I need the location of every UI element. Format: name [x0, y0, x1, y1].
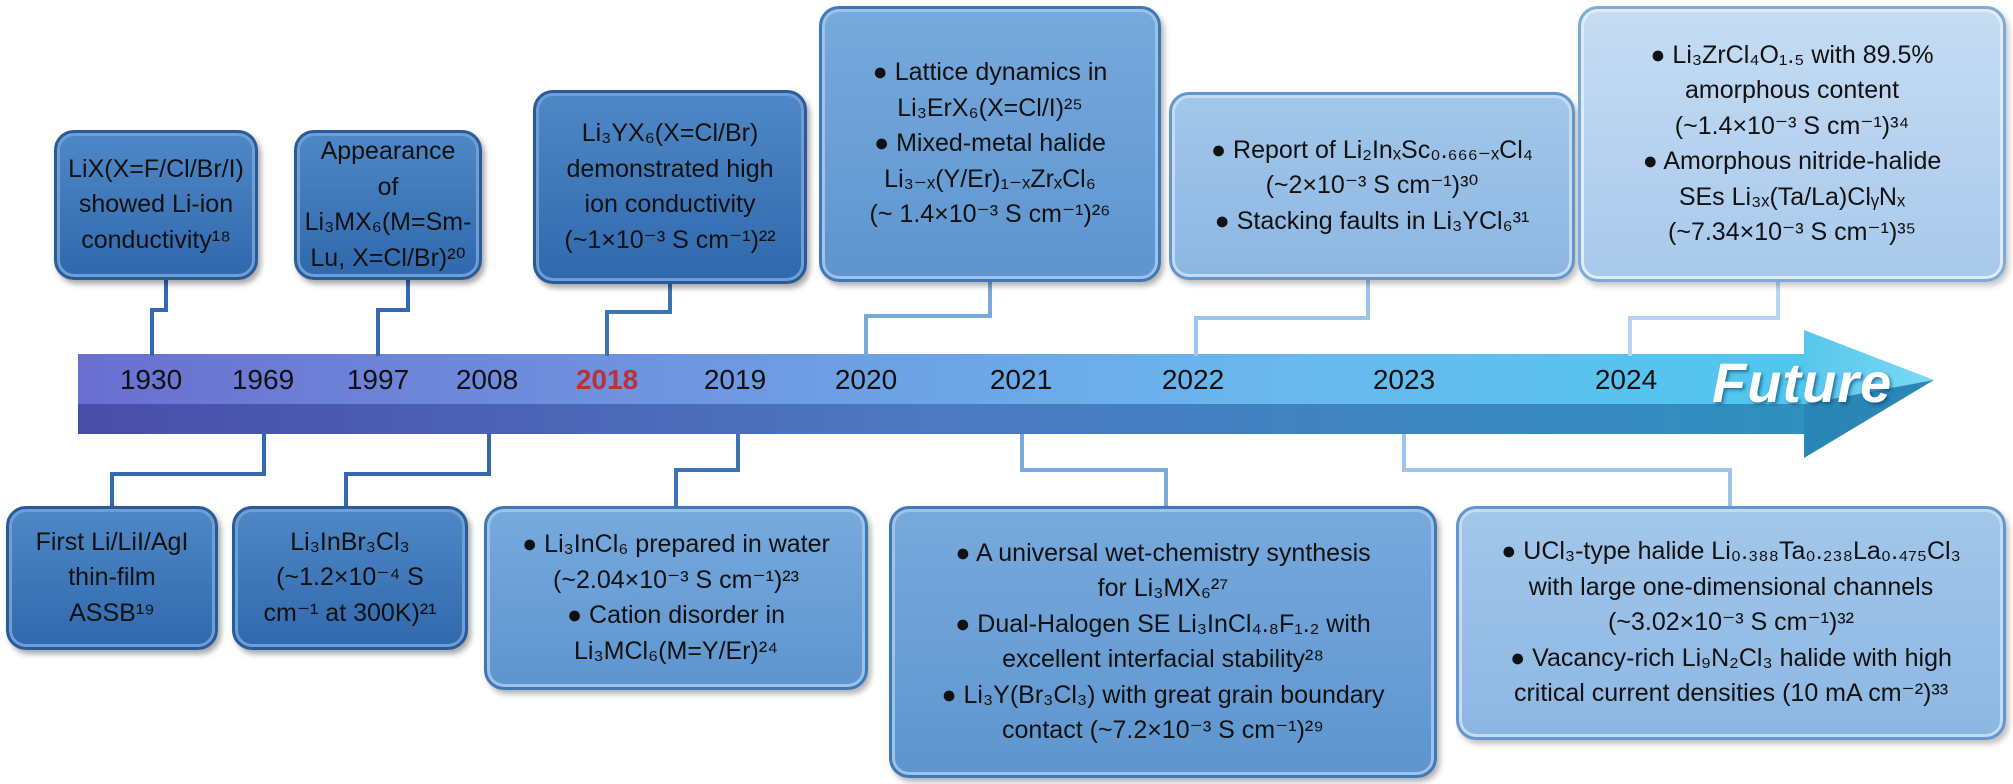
year-label-1930: 1930	[119, 364, 183, 395]
year-label-1997: 1997	[346, 364, 410, 395]
event-line: conductivity¹⁸	[81, 225, 231, 254]
event-line: (~2×10⁻³ S cm⁻¹)³⁰	[1265, 171, 1479, 200]
connector-2023	[1402, 434, 1732, 506]
event-line: (~7.34×10⁻³ S cm⁻¹)³⁵	[1668, 218, 1916, 246]
event-line: excellent interfacial stability²⁸	[1002, 645, 1324, 673]
arrow-head-top	[1804, 330, 1934, 404]
event-line: ● A universal wet-chemistry synthesis	[955, 538, 1371, 567]
connector-2008	[344, 434, 491, 506]
event-box-2008: Li₃InBr₃Cl₃ (~1.2×10⁻⁴ S cm⁻¹ at 300K)²¹	[232, 506, 468, 650]
event-line: Li₃MCl₆(M=Y/Er)²⁴	[574, 636, 778, 665]
event-line: showed Li-ion	[78, 190, 234, 219]
event-line: ● Vacancy-rich Li₉N₂Cl₃ halide with high	[1510, 643, 1952, 672]
event-line: Appearance of	[320, 137, 456, 201]
event-line: cm⁻¹ at 300K)²¹	[263, 598, 437, 627]
event-box-1969: First Li/LiI/AgI thin-film ASSB¹⁹	[6, 506, 218, 650]
event-line: with large one-dimensional channels	[1528, 572, 1934, 601]
year-label-2019: 2019	[703, 364, 767, 395]
event-line: Li₃MX₆(M=Sm-	[304, 208, 472, 236]
arrow-head-bottom	[1804, 380, 1934, 458]
event-line: ASSB¹⁹	[69, 598, 155, 627]
connector-1997	[376, 280, 410, 356]
connector-2024	[1628, 282, 1780, 356]
future-label: Future	[1712, 351, 1893, 414]
event-line: ● Mixed-metal halide	[874, 129, 1106, 158]
event-line: amorphous content	[1684, 76, 1900, 104]
event-box-2019: ● Li₃InCl₆ prepared in water (~2.04×10⁻³…	[484, 506, 868, 690]
connector-2022	[1194, 280, 1370, 356]
event-line: Li₃YX₆(X=Cl/Br)	[581, 119, 759, 147]
connector-2020	[864, 282, 992, 356]
event-box-1997: Appearance of Li₃MX₆(M=Sm- Lu, X=Cl/Br)²…	[294, 130, 482, 280]
connector-2018	[605, 284, 672, 356]
arrow-body	[78, 354, 1804, 404]
event-line: ● Amorphous nitride-halide	[1642, 147, 1942, 175]
event-line: LiX(X=F/Cl/Br/I)	[68, 154, 244, 183]
event-line: ● Stacking faults in Li₃YCl₆³¹	[1214, 206, 1530, 235]
event-line: (~ 1.4×10⁻³ S cm⁻¹)²⁶	[869, 200, 1111, 229]
event-line: First Li/LiI/AgI	[35, 527, 189, 556]
event-line: ● UCl₃-type halide Li₀.₃₈₈Ta₀.₂₃₈La₀.₄₇₅…	[1501, 537, 1961, 566]
year-label-2022: 2022	[1161, 364, 1225, 395]
event-box-2024: ● Li₃ZrCl₄O₁.₅ with 89.5% amorphous cont…	[1578, 6, 2006, 282]
event-line: contact (~7.2×10⁻³ S cm⁻¹)²⁹	[1002, 716, 1324, 744]
arrow-body-shade	[78, 404, 1804, 434]
year-label-2020: 2020	[834, 364, 898, 395]
event-line: (~1.4×10⁻³ S cm⁻¹)³⁴	[1674, 111, 1910, 140]
event-line: SEs Li₃ₓ(Ta/La)ClᵧNₓ	[1678, 182, 1906, 211]
event-line: (~1×10⁻³ S cm⁻¹)²²	[564, 225, 776, 254]
event-box-2022: ● Report of Li₂InₓSc₀.₆₆₆₋ₓCl₄ (~2×10⁻³ …	[1169, 92, 1575, 280]
year-label-1969: 1969	[231, 364, 295, 395]
year-label-2021: 2021	[989, 364, 1053, 395]
event-line: ● Lattice dynamics in	[872, 58, 1108, 87]
year-label-2018: 2018	[575, 364, 639, 395]
connector-1969	[110, 434, 266, 506]
event-box-2021: ● A universal wet-chemistry synthesis fo…	[889, 506, 1437, 778]
connector-2021	[1020, 434, 1168, 506]
year-label-2008: 2008	[455, 364, 519, 395]
event-line: (~1.2×10⁻⁴ S	[276, 563, 424, 592]
event-line: ● Report of Li₂InₓSc₀.₆₆₆₋ₓCl₄	[1211, 135, 1533, 164]
event-line: ion conductivity	[584, 190, 756, 218]
year-label-2024: 2024	[1594, 364, 1658, 395]
event-line: ● Li₃InCl₆ prepared in water	[522, 530, 830, 558]
event-line: Li₃₋ₓ(Y/Er)₁₋ₓZrₓCl₆	[884, 164, 1096, 193]
event-line: demonstrated high	[566, 154, 774, 183]
event-line: (~3.02×10⁻³ S cm⁻¹)³²	[1608, 608, 1854, 637]
connector-1930	[150, 280, 168, 356]
event-line: ● Cation disorder in	[567, 601, 785, 629]
event-line: ● Li₃Y(Br₃Cl₃) with great grain boundary	[941, 680, 1385, 709]
connector-2019	[674, 434, 740, 506]
event-line: Li₃InBr₃Cl₃	[290, 527, 410, 556]
event-box-2020: ● Lattice dynamics in Li₃ErX₆(X=Cl/I)²⁵ …	[819, 6, 1161, 282]
event-line: ● Li₃ZrCl₄O₁.₅ with 89.5%	[1650, 40, 1934, 69]
event-line: for Li₃MX₆²⁷	[1097, 574, 1229, 602]
event-line: ● Dual-Halogen SE Li₃InCl₄.₈F₁.₂ with	[955, 609, 1371, 638]
event-box-2023: ● UCl₃-type halide Li₀.₃₈₈Ta₀.₂₃₈La₀.₄₇₅…	[1456, 506, 2006, 740]
event-line: thin-film	[68, 563, 156, 592]
event-box-2018: Li₃YX₆(X=Cl/Br) demonstrated high ion co…	[533, 90, 807, 284]
event-line: Lu, X=Cl/Br)²⁰	[310, 243, 466, 272]
event-line: (~2.04×10⁻³ S cm⁻¹)²³	[553, 565, 799, 594]
event-box-1930: LiX(X=F/Cl/Br/I) showed Li-ion conductiv…	[54, 130, 258, 280]
year-label-2023: 2023	[1372, 364, 1436, 395]
event-line: critical current densities (10 mA cm⁻²)³…	[1513, 679, 1949, 708]
event-line: Li₃ErX₆(X=Cl/I)²⁵	[897, 93, 1083, 122]
